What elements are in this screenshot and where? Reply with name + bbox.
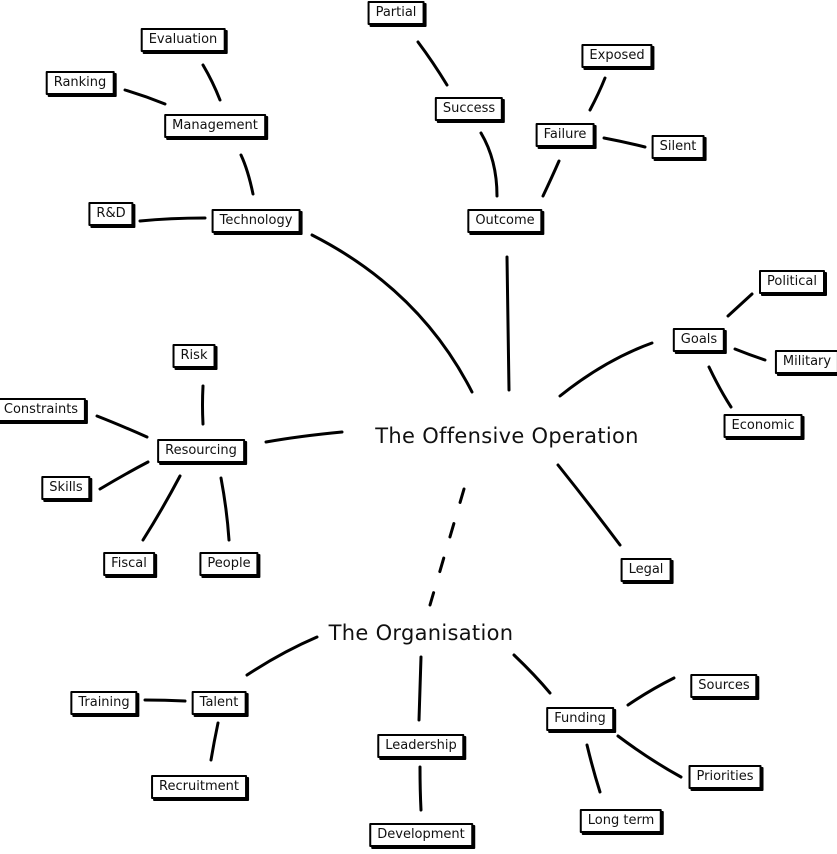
connector-resourcing-skills: [98, 460, 150, 491]
connector-funding-sources: [626, 676, 676, 707]
connector-funding-longterm: [585, 743, 602, 794]
connector-org-talent: [245, 635, 319, 677]
connector-funding-priorities: [616, 734, 683, 779]
organisation-topic-title: The Organisation: [328, 621, 514, 645]
node-development[interactable]: Development: [369, 823, 473, 847]
connector-resourcing-constraints: [95, 414, 149, 439]
node-long-term[interactable]: Long term: [579, 809, 663, 833]
connector-center-organisation-dashed: [428, 487, 466, 607]
node-ranking[interactable]: Ranking: [45, 71, 115, 95]
connector-resourcing-people: [219, 476, 231, 542]
node-legal[interactable]: Legal: [620, 558, 672, 582]
connector-org-funding: [512, 653, 552, 695]
node-goals[interactable]: Goals: [672, 328, 726, 352]
connector-talent-recruitment: [209, 721, 220, 762]
node-people[interactable]: People: [199, 552, 259, 576]
node-leadership[interactable]: Leadership: [377, 734, 465, 758]
connector-failure-exposed: [588, 76, 607, 112]
node-sources[interactable]: Sources: [690, 674, 758, 698]
connector-technology-management: [239, 153, 255, 196]
connector-goals-military: [733, 347, 767, 362]
connector-center-outcome: [505, 255, 511, 392]
node-evaluation[interactable]: Evaluation: [140, 28, 226, 52]
node-success[interactable]: Success: [434, 97, 504, 121]
node-economic[interactable]: Economic: [723, 414, 803, 438]
node-silent[interactable]: Silent: [651, 135, 705, 159]
connector-goals-political: [726, 292, 754, 318]
connector-center-resourcing: [264, 430, 344, 444]
node-fiscal[interactable]: Fiscal: [103, 552, 155, 576]
connector-org-leadership: [417, 655, 423, 722]
node-talent[interactable]: Talent: [191, 691, 247, 715]
connector-success-partial: [416, 40, 449, 87]
node-constraints[interactable]: Constraints: [0, 398, 87, 422]
node-resourcing[interactable]: Resourcing: [157, 439, 245, 463]
connector-center-goals: [558, 341, 654, 398]
connector-management-evaluation: [201, 63, 222, 102]
connector-center-technology: [310, 233, 474, 394]
node-rd[interactable]: R&D: [88, 202, 134, 226]
connector-management-ranking: [123, 88, 167, 106]
node-partial[interactable]: Partial: [367, 1, 425, 25]
node-recruitment[interactable]: Recruitment: [151, 775, 247, 799]
main-topic-title: The Offensive Operation: [375, 424, 639, 448]
connector-leadership-development: [418, 765, 423, 812]
connector-outcome-success: [479, 131, 499, 198]
node-failure[interactable]: Failure: [535, 123, 595, 147]
connector-talent-training: [143, 698, 187, 703]
connector-center-legal: [556, 463, 622, 547]
connector-failure-silent: [602, 136, 647, 149]
node-priorities[interactable]: Priorities: [688, 765, 762, 789]
node-funding[interactable]: Funding: [546, 707, 614, 731]
connector-technology-rd: [138, 216, 207, 223]
node-risk[interactable]: Risk: [172, 344, 216, 368]
node-technology[interactable]: Technology: [211, 209, 301, 233]
node-management[interactable]: Management: [164, 114, 266, 138]
connector-resourcing-fiscal: [141, 474, 182, 542]
node-training[interactable]: Training: [70, 691, 138, 715]
node-outcome[interactable]: Outcome: [467, 209, 543, 233]
connector-outcome-failure: [541, 159, 561, 198]
node-military[interactable]: Military: [774, 350, 837, 374]
node-political[interactable]: Political: [759, 270, 825, 294]
connector-goals-economic: [707, 365, 733, 409]
node-skills[interactable]: Skills: [41, 476, 91, 500]
node-exposed[interactable]: Exposed: [581, 44, 653, 68]
connector-resourcing-risk: [201, 384, 205, 426]
